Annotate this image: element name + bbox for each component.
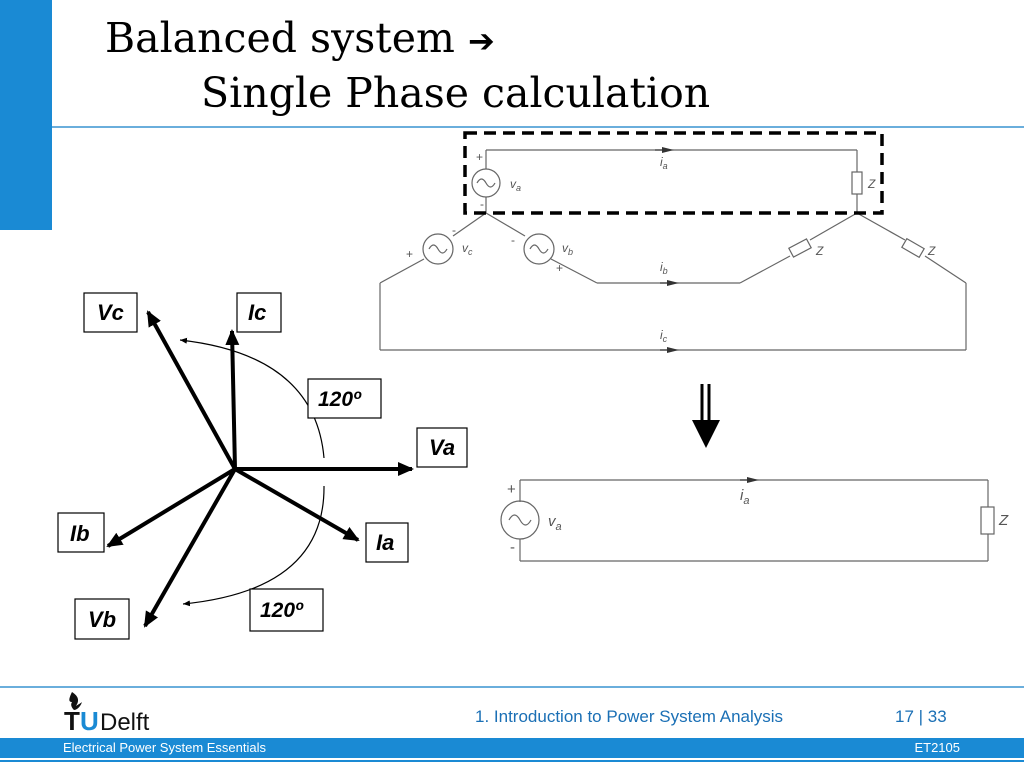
three-phase-labels: + - va ia Z + - vc - + vb ib Z Z ic <box>406 150 936 344</box>
label-box-ib <box>57 512 105 553</box>
label-ia-small: ia <box>660 155 668 171</box>
vb-minus: - <box>511 233 515 247</box>
svg-text:Delft: Delft <box>100 709 150 732</box>
vb-plus: + <box>556 261 563 275</box>
label-box-va <box>416 427 468 468</box>
page-number: 17 | 33 <box>895 707 947 726</box>
single-phase-highlight <box>463 131 884 215</box>
label-zc: Z <box>927 244 936 258</box>
flame-icon <box>69 692 82 710</box>
slide-title: Balanced system ➔ Single Phase calculati… <box>105 12 710 119</box>
phasor-diagram: Vc Ic 120º Va Ib Ia 120º Vb <box>57 292 468 640</box>
single-minus: - <box>510 539 515 556</box>
impedance-zb-icon <box>788 238 812 258</box>
footer-bar: Electrical Power System Essentials ET210… <box>0 738 1024 758</box>
label-vb: Vb <box>88 607 116 632</box>
down-arrow-icon <box>692 384 720 448</box>
title-arrow: ➔ <box>467 22 495 60</box>
label-va: Va <box>429 435 455 460</box>
single-phase-circuit <box>500 477 995 562</box>
title-line2: Single Phase calculation <box>201 69 711 117</box>
title-divider <box>52 126 1024 128</box>
label-box-ic <box>236 292 282 333</box>
label-vc-small: vc <box>462 241 473 257</box>
tudelft-logo: T U Delft <box>64 692 150 732</box>
label-ic: Ic <box>248 300 266 325</box>
phasor-vc <box>146 310 237 470</box>
label-z-single: Z <box>998 512 1009 529</box>
section-title: 1. Introduction to Power System Analysis <box>475 707 784 726</box>
label-zb: Z <box>815 244 824 258</box>
label-za: Z <box>867 177 876 191</box>
footer-divider <box>0 686 1024 688</box>
svg-text:T: T <box>64 706 80 732</box>
label-box-ia <box>365 522 409 563</box>
label-vb-small: vb <box>562 241 573 257</box>
vc-plus: + <box>406 247 413 261</box>
label-angle-bottom: 120º <box>260 599 304 622</box>
single-plus: + <box>507 481 516 498</box>
single-phase-labels: + - va ia Z <box>507 481 1009 556</box>
vc-minus: - <box>452 223 456 237</box>
impedance-za-icon <box>851 171 863 195</box>
va-plus: + <box>476 150 483 164</box>
label-angle-top: 120º <box>318 388 362 411</box>
label-ib-small: ib <box>660 260 668 276</box>
phasor-ic <box>225 329 240 470</box>
label-va-small: va <box>510 177 521 193</box>
impedance-z-single-icon <box>980 506 995 535</box>
bottom-strip <box>0 760 1024 770</box>
label-vc: Vc <box>97 300 124 325</box>
label-ib: Ib <box>70 521 90 546</box>
label-ia: Ia <box>376 530 394 555</box>
va-minus: - <box>480 197 484 211</box>
course-name: Electrical Power System Essentials <box>63 740 267 755</box>
phasor-ib <box>106 467 237 548</box>
accent-bar <box>0 0 52 230</box>
label-box-angle-bottom <box>249 588 324 632</box>
course-code: ET2105 <box>914 740 960 755</box>
source-vb-icon <box>523 233 555 265</box>
label-box-angle-top <box>307 378 382 419</box>
phasor-ia <box>234 467 360 542</box>
impedance-zc-icon <box>901 237 925 259</box>
title-line1: Balanced system <box>105 14 455 62</box>
label-box-vb <box>74 598 130 640</box>
three-phase-circuit <box>379 131 967 353</box>
label-box-vc <box>83 292 138 333</box>
label-va-single: va <box>548 513 562 533</box>
label-ia-single: ia <box>740 487 749 507</box>
angle-arc-bottom <box>182 485 325 607</box>
source-vc-icon <box>422 233 454 265</box>
angle-arc-top <box>179 337 325 459</box>
svg-text:U: U <box>80 706 99 732</box>
label-ic-small: ic <box>660 328 668 344</box>
phasor-vb <box>143 468 237 628</box>
